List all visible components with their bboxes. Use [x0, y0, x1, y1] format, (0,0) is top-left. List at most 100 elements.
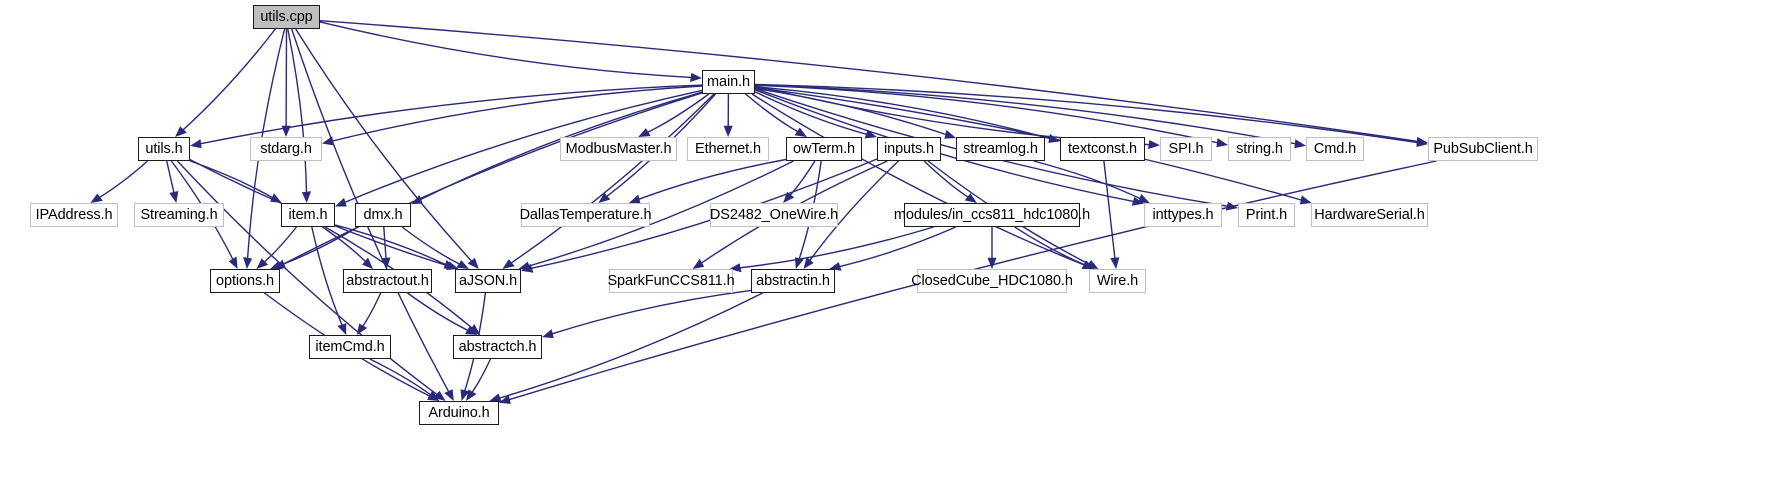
- graph-edge: [369, 358, 433, 397]
- graph-node-dmx-h[interactable]: dmx.h: [355, 203, 411, 227]
- graph-node-ajson-h[interactable]: aJSON.h: [455, 269, 521, 293]
- graph-edge: [754, 84, 1220, 144]
- graph-edge-arrowhead: [243, 257, 253, 269]
- graph-node-label: abstractout.h: [346, 272, 429, 289]
- graph-node-inputs-h[interactable]: inputs.h: [877, 137, 941, 161]
- graph-node-label: utils.h: [145, 140, 183, 157]
- graph-node-itemcmd-h[interactable]: itemCmd.h: [309, 335, 391, 359]
- graph-edge-arrowhead: [444, 389, 454, 401]
- graph-node-cmd-h[interactable]: Cmd.h: [1306, 137, 1364, 161]
- graph-edge-arrowhead: [1086, 260, 1099, 269]
- graph-edge-arrowhead: [169, 191, 179, 203]
- graph-node-inttypes-h[interactable]: inttypes.h: [1144, 203, 1222, 227]
- graph-edge-arrowhead: [692, 258, 705, 269]
- graph-node-closedcube-h[interactable]: ClosedCube_HDC1080.h: [911, 269, 1073, 293]
- graph-node-dallastemperature-h[interactable]: DallasTemperature.h: [520, 203, 652, 227]
- graph-edge-arrowhead: [467, 257, 479, 269]
- graph-node-print-h[interactable]: Print.h: [1238, 203, 1295, 227]
- graph-node-label: itemCmd.h: [315, 338, 385, 355]
- graph-node-sparkfunccs811-h[interactable]: SparkFunCCS811.h: [607, 269, 735, 293]
- graph-node-abstractch-h[interactable]: abstractch.h: [453, 335, 542, 359]
- graph-edge: [745, 93, 800, 134]
- graph-node-owterm-h[interactable]: owTerm.h: [786, 137, 862, 161]
- graph-edge: [751, 93, 1086, 267]
- graph-node-modbusmaster-h[interactable]: ModbusMaster.h: [560, 137, 677, 161]
- graph-node-abstractout-h[interactable]: abstractout.h: [343, 269, 432, 293]
- graph-edge: [383, 226, 387, 261]
- graph-edge-arrowhead: [274, 259, 286, 269]
- graph-edge-arrowhead: [433, 390, 446, 401]
- graph-node-textconst-h[interactable]: textconst.h: [1060, 137, 1145, 161]
- graph-edge-arrowhead: [270, 260, 283, 270]
- graph-node-stdarg-h[interactable]: stdarg.h: [250, 137, 322, 161]
- graph-node-wire-h[interactable]: Wire.h: [1089, 269, 1146, 293]
- graph-edge-arrowhead: [90, 193, 103, 203]
- graph-edge-arrowhead: [443, 259, 456, 269]
- graph-node-label: ClosedCube_HDC1080.h: [911, 272, 1073, 289]
- graph-edge-arrowhead: [502, 259, 515, 269]
- graph-node-label: string.h: [1236, 140, 1283, 157]
- graph-node-label: Print.h: [1245, 206, 1288, 223]
- graph-node-label: abstractch.h: [458, 338, 537, 355]
- graph-node-utils-h[interactable]: utils.h: [138, 137, 190, 161]
- graph-node-main-h[interactable]: main.h: [702, 70, 755, 94]
- graph-node-label: PubSubClient.h: [1433, 140, 1533, 157]
- graph-node-hardwareserial-h[interactable]: HardwareSerial.h: [1311, 203, 1428, 227]
- graph-node-ds2482-onewire-h[interactable]: DS2482_OneWire.h: [710, 203, 838, 227]
- graph-node-label: Streaming.h: [140, 206, 218, 223]
- graph-node-spi-h[interactable]: SPI.h: [1160, 137, 1212, 161]
- graph-node-utils-cpp[interactable]: utils.cpp: [253, 5, 320, 29]
- graph-edge: [189, 160, 275, 200]
- graph-edge: [181, 28, 276, 132]
- graph-edge-arrowhead: [521, 263, 534, 273]
- graph-node-streamlog-h[interactable]: streamlog.h: [956, 137, 1045, 161]
- graph-node-label: item.h: [288, 206, 328, 223]
- graph-node-pubsubclient-h[interactable]: PubSubClient.h: [1428, 137, 1538, 161]
- graph-edge-arrowhead: [803, 256, 814, 269]
- graph-node-label: owTerm.h: [792, 140, 856, 157]
- graph-edge-arrowhead: [460, 389, 470, 401]
- graph-node-ipaddress-h[interactable]: IPAddress.h: [30, 203, 118, 227]
- graph-edge: [754, 91, 869, 136]
- graph-edge-arrowhead: [964, 193, 977, 203]
- graph-edge: [330, 85, 703, 143]
- graph-node-label: ModbusMaster.h: [565, 140, 672, 157]
- graph-edge: [550, 289, 752, 335]
- graph-edge: [361, 292, 382, 328]
- graph-node-label: DallasTemperature.h: [519, 206, 652, 223]
- graph-edge-arrowhead: [322, 136, 334, 146]
- graph-edge-arrowhead: [1110, 257, 1120, 269]
- graph-edge-arrowhead: [1299, 195, 1312, 205]
- graph-edge-arrowhead: [794, 257, 804, 269]
- graph-node-label: utils.cpp: [260, 8, 313, 25]
- graph-node-label: Wire.h: [1096, 272, 1139, 289]
- graph-node-label: dmx.h: [363, 206, 403, 223]
- graph-edge-arrowhead: [1082, 260, 1095, 269]
- graph-node-item-h[interactable]: item.h: [281, 203, 335, 227]
- graph-node-label: inttypes.h: [1152, 206, 1214, 223]
- graph-edge: [319, 20, 1420, 143]
- graph-node-abstractin-h[interactable]: abstractin.h: [751, 269, 835, 293]
- graph-node-label: IPAddress.h: [35, 206, 113, 223]
- graph-node-label: abstractin.h: [756, 272, 830, 289]
- graph-edge: [754, 83, 1420, 144]
- graph-node-arduino-h[interactable]: Arduino.h: [419, 401, 499, 425]
- graph-node-streaming-h[interactable]: Streaming.h: [134, 203, 224, 227]
- graph-edge-arrowhead: [1081, 260, 1094, 269]
- graph-edge-arrowhead: [281, 125, 291, 137]
- graph-node-label: streamlog.h: [963, 140, 1038, 157]
- graph-edge: [923, 160, 970, 199]
- graph-node-string-h[interactable]: string.h: [1228, 137, 1291, 161]
- graph-node-label: textconst.h: [1067, 140, 1138, 157]
- graph-edge: [738, 226, 934, 269]
- graph-edge: [754, 86, 1052, 140]
- graph-edge: [470, 358, 492, 395]
- graph-node-options-h[interactable]: options.h: [210, 269, 280, 293]
- graph-edge: [262, 226, 298, 264]
- graph-edge-arrowhead: [469, 324, 481, 335]
- graph-node-ethernet-h[interactable]: Ethernet.h: [687, 137, 769, 161]
- graph-node-modules-ccs811[interactable]: modules/in_ccs811_hdc1080.h: [894, 203, 1090, 227]
- graph-edge-arrowhead: [1148, 140, 1160, 150]
- graph-edge-arrowhead: [456, 260, 469, 269]
